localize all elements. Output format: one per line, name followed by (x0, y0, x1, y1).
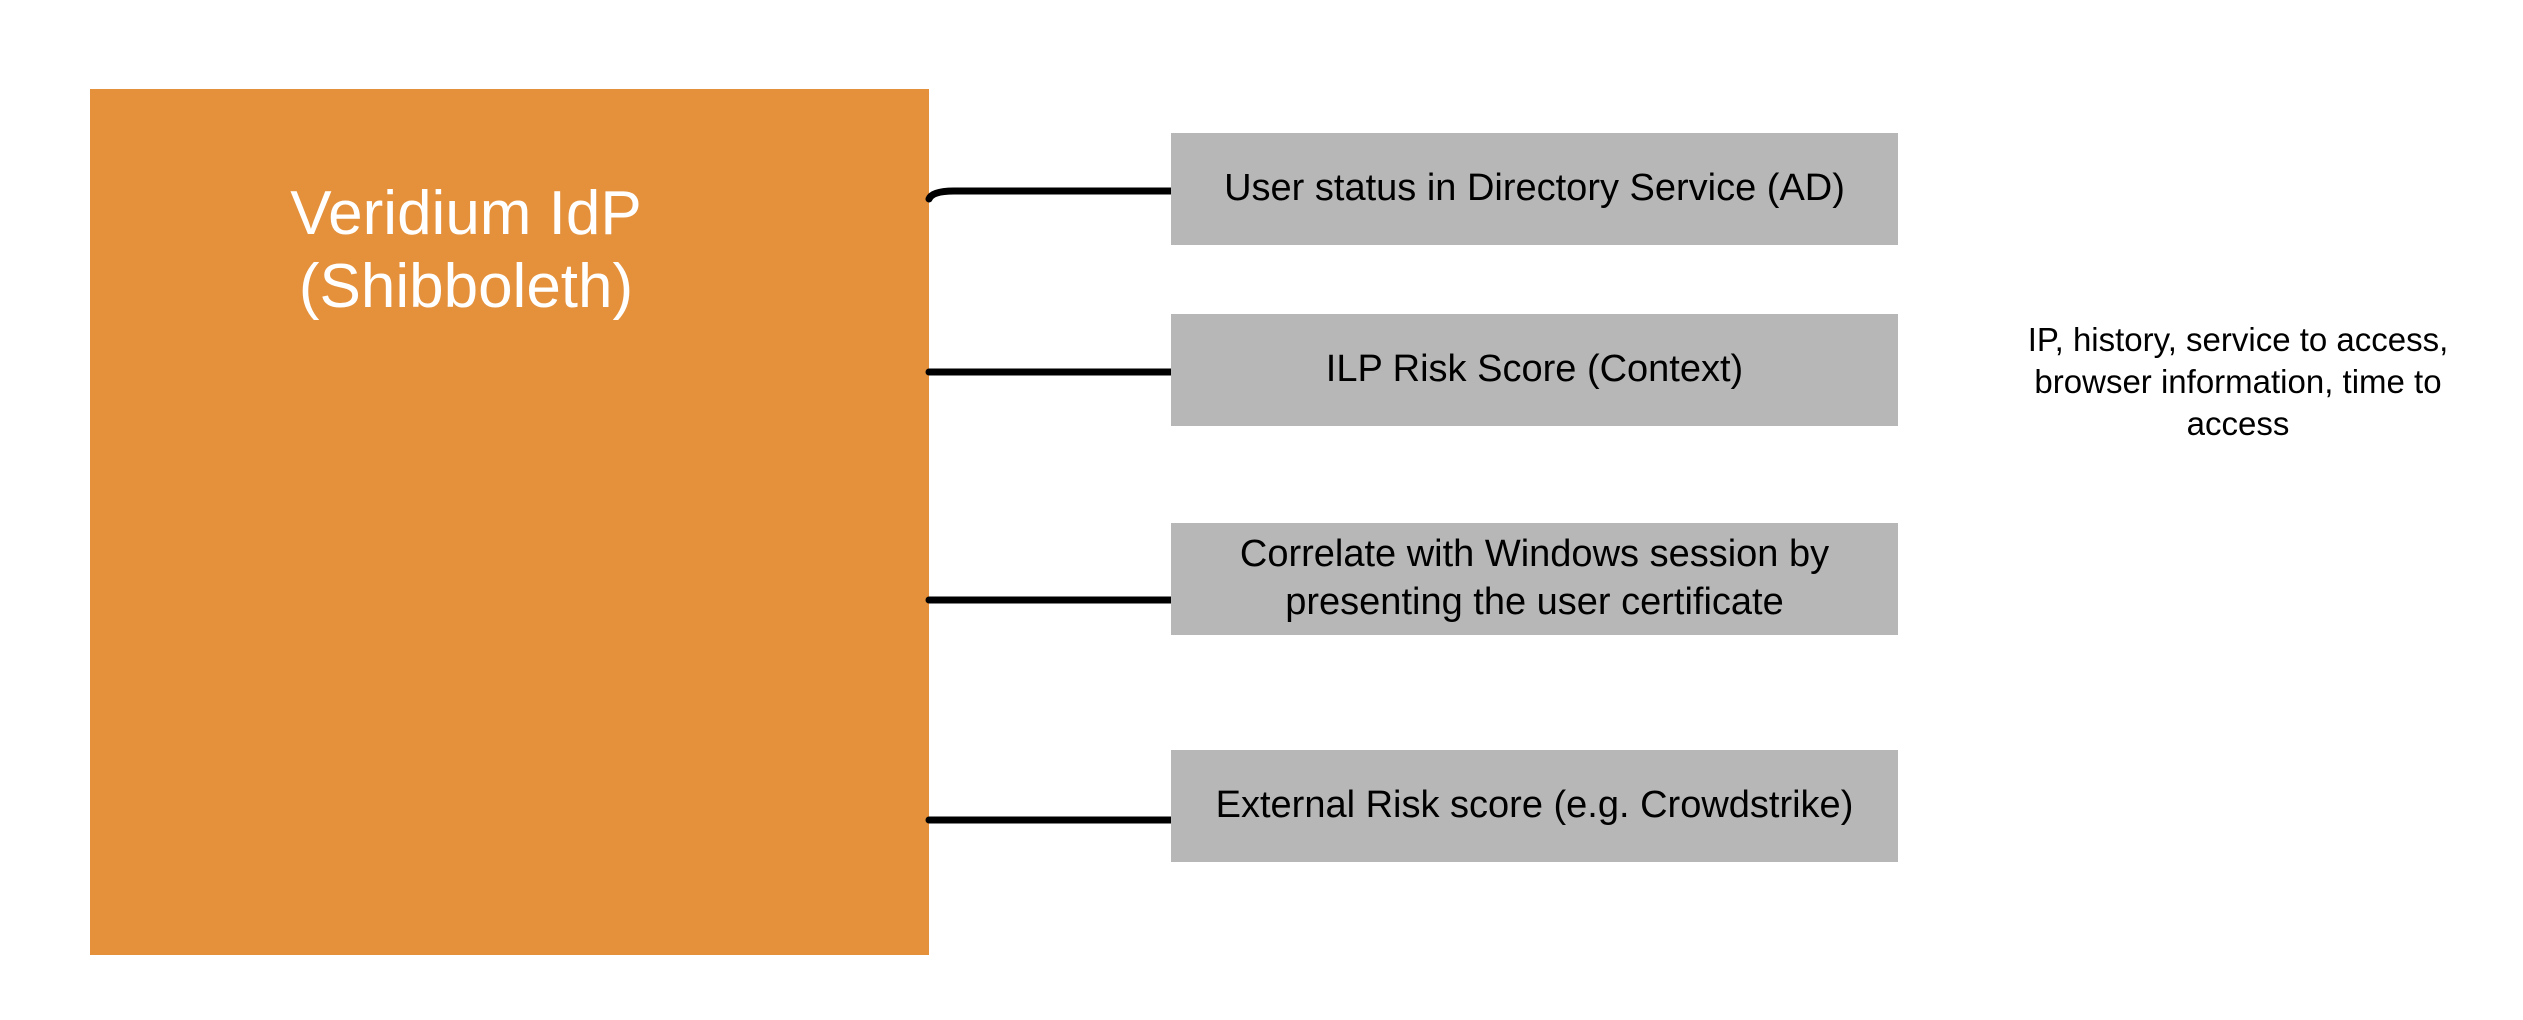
item-box-ilp-risk-score: ILP Risk Score (Context) (1171, 314, 1898, 426)
item-box-user-status-directory-service: User status in Directory Service (AD) (1171, 133, 1898, 245)
annotation-text: IP, history, service to access, browser … (2027, 321, 2449, 442)
item-label: External Risk score (e.g. Crowdstrike) (1215, 784, 1854, 827)
main-node-label-line-2: (Shibboleth) (298, 252, 634, 321)
item-box-external-risk-score: External Risk score (e.g. Crowdstrike) (1171, 750, 1898, 862)
item-label: Correlate with Windows session by presen… (1239, 533, 1830, 623)
item-box-correlate-windows-session: Correlate with Windows session by presen… (1171, 523, 1898, 635)
main-node-label-line-1: Veridium IdP (290, 179, 642, 248)
item-label: ILP Risk Score (Context) (1325, 348, 1744, 391)
main-node-label: Veridium IdP (Shibboleth) (90, 177, 842, 323)
item-label: User status in Directory Service (AD) (1224, 167, 1845, 210)
connector-line-1 (925, 187, 1179, 203)
main-node-veridium-idp: Veridium IdP (Shibboleth) (90, 89, 929, 955)
